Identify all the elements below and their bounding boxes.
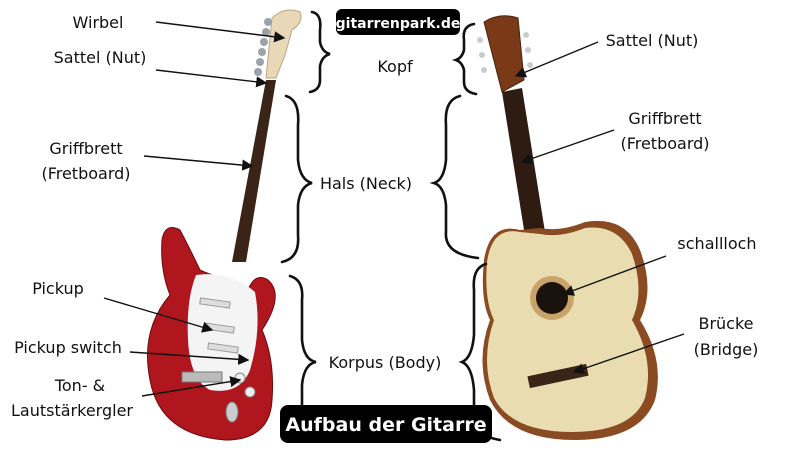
section-neck-label: Hals (Neck)	[320, 174, 412, 193]
label-controls-2: Lautstärkergler	[11, 401, 133, 420]
brand-badge	[336, 9, 460, 35]
head-brace-left	[308, 10, 331, 94]
label-pickup-switch: Pickup switch	[14, 338, 122, 357]
arrow-controls	[141, 376, 242, 397]
neck-brace-right	[429, 94, 480, 260]
arrow-soundhole	[562, 255, 667, 296]
label-nut-classical: Sattel (Nut)	[606, 31, 699, 50]
arrow-fretboard-classical	[520, 129, 615, 165]
label-nut-electric: Sattel (Nut)	[54, 48, 147, 67]
arrow-bridge	[572, 333, 685, 375]
arrow-pickup-switch	[129, 351, 250, 365]
section-head-label: Kopf	[377, 57, 413, 76]
label-bridge-1: Brücke	[698, 314, 753, 333]
label-tuners: Wirbel	[73, 13, 124, 32]
brand-text: gitarrenpark.de	[336, 16, 461, 32]
label-controls-1: Ton- &	[54, 376, 105, 395]
neck-brace-left	[280, 94, 313, 264]
title-badge	[280, 405, 492, 443]
label-fretboard-classical-2: (Fretboard)	[620, 134, 709, 153]
electric-guitar-image	[147, 9, 302, 441]
label-pickup: Pickup	[32, 279, 84, 298]
arrow-pickup	[103, 297, 214, 333]
arrow-fretboard-electric	[143, 155, 254, 171]
arrow-nut-classical	[514, 41, 599, 78]
label-fretboard-electric-1: Griffbrett	[49, 139, 122, 158]
label-soundhole: schallloch	[677, 234, 756, 253]
label-bridge-2: (Bridge)	[694, 340, 759, 359]
arrow-tuners	[155, 21, 286, 43]
classical-guitar-image	[477, 15, 658, 440]
section-body-label: Korpus (Body)	[329, 353, 442, 372]
head-brace-right	[451, 22, 478, 96]
label-fretboard-electric-2: (Fretboard)	[41, 164, 130, 183]
diagram-title: Aufbau der Gitarre	[285, 414, 486, 436]
label-fretboard-classical-1: Griffbrett	[628, 109, 701, 128]
arrow-nut-electric	[155, 69, 268, 88]
